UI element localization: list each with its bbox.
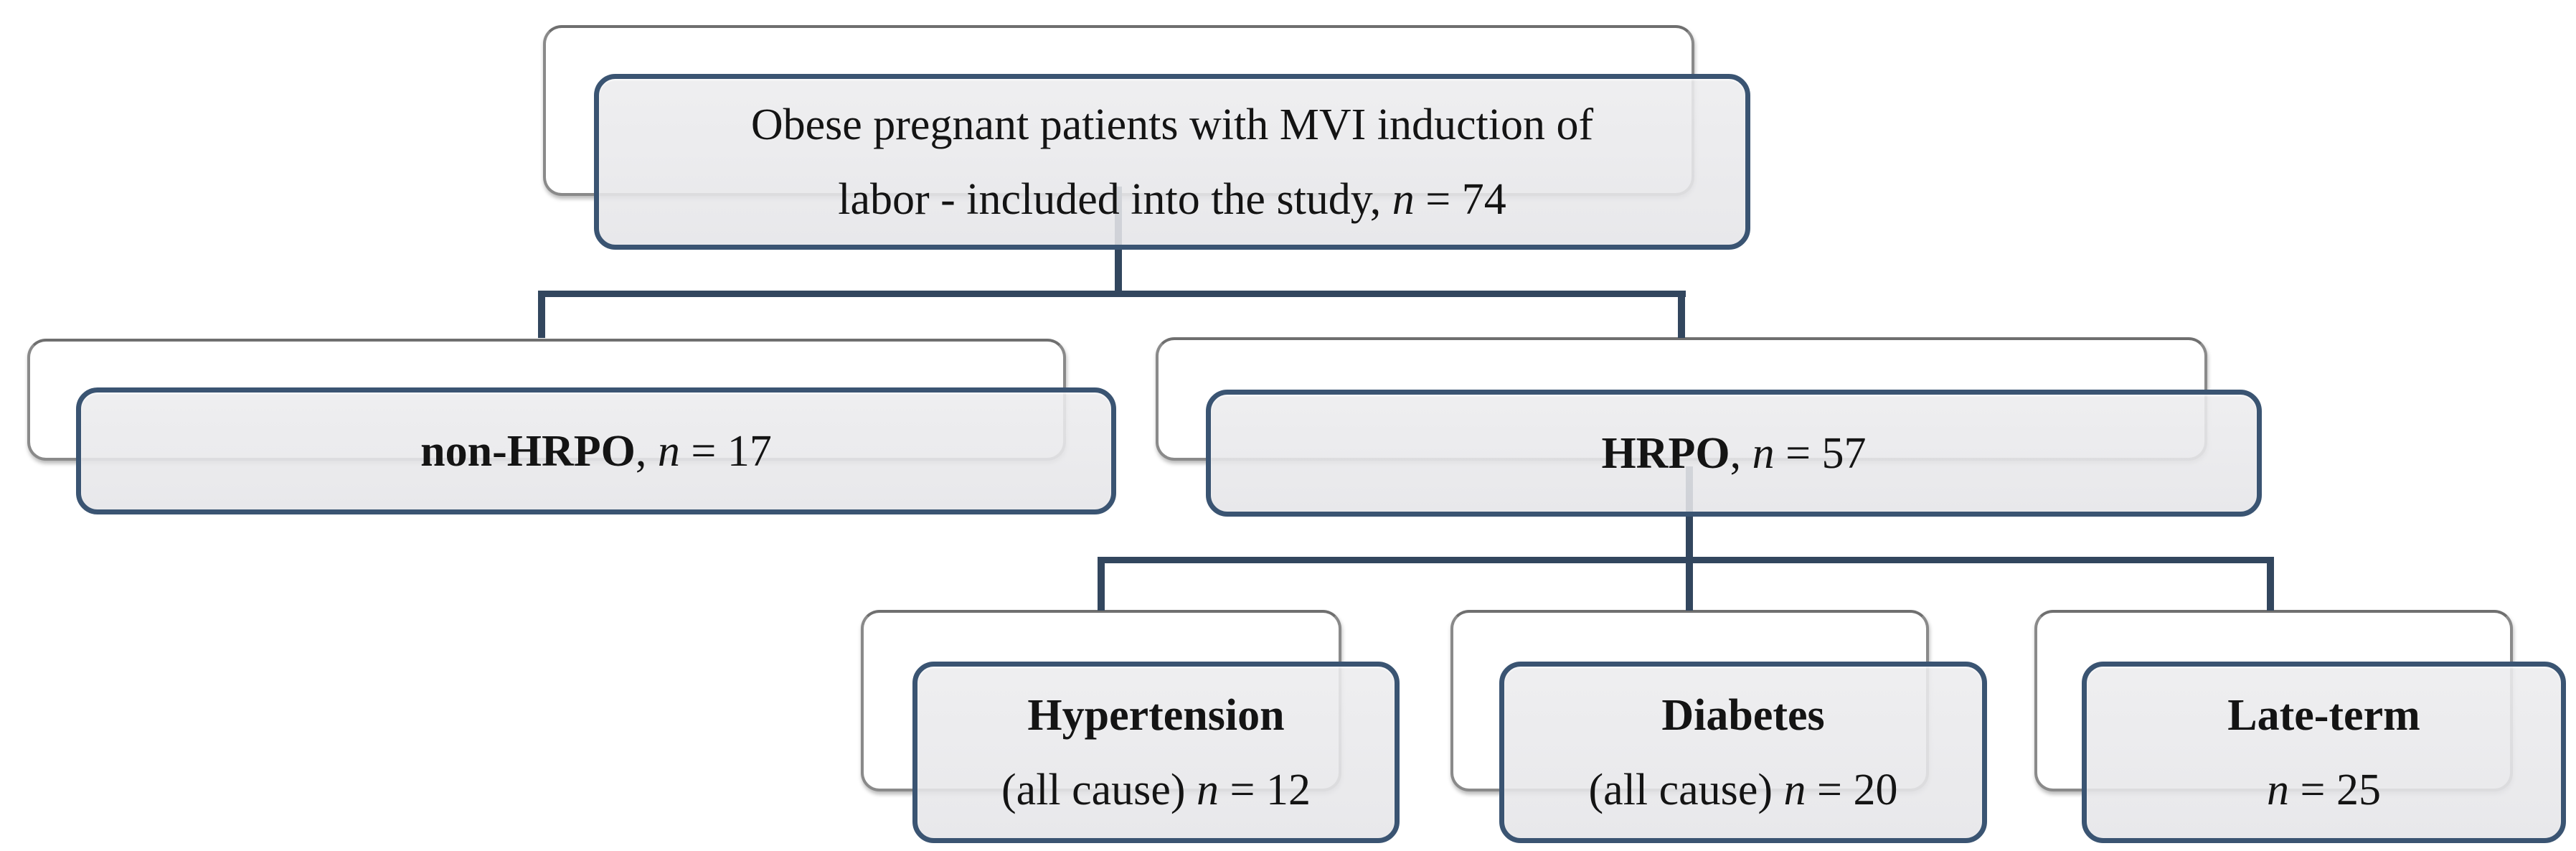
connector-hrpo-stem xyxy=(1686,466,1693,611)
diabetes-node-box xyxy=(1499,662,1987,843)
connector-level1-bar xyxy=(538,291,1686,297)
root-node-box xyxy=(594,74,1750,250)
hrpo-node-box xyxy=(1206,390,2262,517)
connector-drop-hrpo xyxy=(1678,291,1685,338)
hypertension-node-box xyxy=(912,662,1400,843)
connector-drop-hypertension xyxy=(1098,557,1105,611)
connector-level2-bar xyxy=(1098,557,2274,563)
connector-drop-late-term xyxy=(2267,557,2274,611)
non-hrpo-node-box xyxy=(76,387,1116,514)
connector-drop-non-hrpo xyxy=(538,291,545,338)
late-term-node-box xyxy=(2082,662,2566,843)
